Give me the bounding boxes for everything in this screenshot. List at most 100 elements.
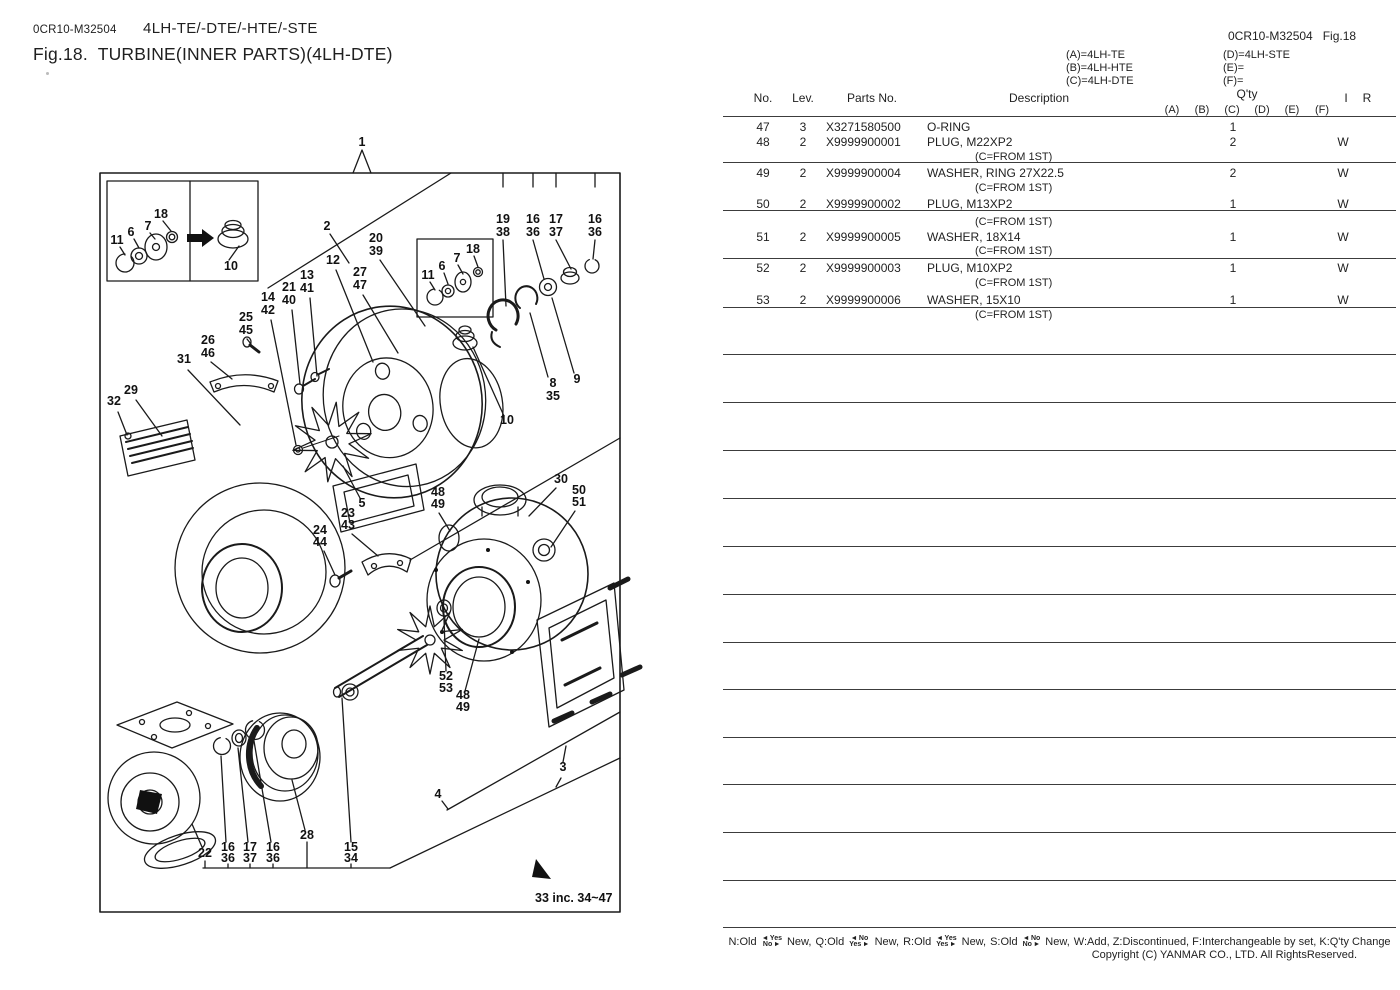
group-33-arrow-icon <box>532 859 551 879</box>
cell-flag: W <box>1337 261 1349 275</box>
table-row-note: (C=FROM 1ST) <box>0 182 1400 196</box>
callout-2: 2 <box>324 219 331 233</box>
callout-34: 34 <box>344 851 358 865</box>
cell-parts-no: X9999900002 <box>826 197 901 211</box>
nut-52 <box>436 599 452 617</box>
cell-flag: W <box>1337 293 1349 307</box>
cell-flag: W <box>1337 166 1349 180</box>
ring-18 <box>165 230 179 244</box>
cell-lev: 2 <box>799 261 807 275</box>
callout-50: 50 <box>572 483 586 497</box>
inlet-flange <box>332 463 425 533</box>
callout-14: 14 <box>261 290 275 304</box>
cell-note: (C=FROM 1ST) <box>975 151 1053 163</box>
callout-36: 36 <box>221 851 235 865</box>
callout-4: 4 <box>435 787 442 801</box>
callout-35: 35 <box>546 389 560 403</box>
legend-arrow-top: No <box>851 935 868 943</box>
model-key-a: (A)=4LH-TE <box>1066 49 1125 61</box>
callout-38: 38 <box>496 225 510 239</box>
callout-3: 3 <box>560 760 567 774</box>
cell-no: 48 <box>756 135 770 149</box>
callout-42: 42 <box>261 303 275 317</box>
qty-col-letter: (C) <box>1224 104 1240 116</box>
callout-48: 48 <box>456 688 470 702</box>
callout-9: 9 <box>574 372 581 386</box>
assembly-arrow-icon <box>187 229 214 247</box>
callout-6: 6 <box>128 225 135 239</box>
model-key-e: (E)= <box>1223 62 1245 74</box>
legend-label: R:Old <box>903 936 932 948</box>
callout-52: 52 <box>439 669 453 683</box>
legend-arrow-bottom: No <box>763 941 781 949</box>
table-rule <box>723 927 1396 929</box>
callout-16: 16 <box>588 212 602 226</box>
plug-17 <box>560 271 580 285</box>
callout-28: 28 <box>300 828 314 842</box>
plug-10 <box>452 325 478 351</box>
table-rule <box>723 162 1396 164</box>
callout-44: 44 <box>313 535 327 549</box>
legend-label: N:Old <box>728 936 757 948</box>
callout-16: 16 <box>526 212 540 226</box>
qty-col-letter: (B) <box>1194 104 1210 116</box>
table-row-note: (C=FROM 1ST) <box>0 216 1400 230</box>
page-title: Fig.18. TURBINE(INNER PARTS)(4LH-DTE) <box>33 44 393 64</box>
callout-36: 36 <box>526 225 540 239</box>
col-header-parts-no: Parts No. <box>846 91 897 105</box>
legend-arrow-top: Yes <box>762 935 782 943</box>
model-list: 4LH-TE/-DTE/-HTE/-STE <box>143 20 318 37</box>
cell-lev: 3 <box>799 120 807 134</box>
table-rule <box>723 546 1396 548</box>
cell-note: (C=FROM 1ST) <box>975 182 1053 194</box>
callout-37: 37 <box>243 851 257 865</box>
cell-note: (C=FROM 1ST) <box>975 277 1053 289</box>
scan-speckle <box>46 72 49 75</box>
legend-suffix: New, <box>874 936 900 948</box>
callout-30: 30 <box>554 472 568 486</box>
callout-17: 17 <box>243 840 257 854</box>
cell-lev: 2 <box>799 197 807 211</box>
copyright-line: Copyright (C) YANMAR CO., LTD. All Right… <box>1091 949 1357 961</box>
exhaust-elbow <box>107 701 234 869</box>
table-rule <box>723 594 1396 596</box>
center-housing <box>426 484 643 728</box>
legend-arrow-top: No <box>1023 935 1040 943</box>
legend-arrow-bottom: Yes <box>936 941 956 949</box>
cell-note: (C=FROM 1ST) <box>975 309 1053 321</box>
ring-16 <box>584 258 600 274</box>
callout-48: 48 <box>431 485 445 499</box>
qty-col-letter: (A) <box>1164 104 1180 116</box>
legend-arrow-top: Yes <box>936 935 957 943</box>
legend-label: S:Old <box>990 936 1018 948</box>
shaft-rings <box>212 719 266 756</box>
col-header-no: No. <box>753 91 773 105</box>
table-row-note: (C=FROM 1ST) <box>0 245 1400 259</box>
table-row-note: (C=FROM 1ST) <box>0 277 1400 291</box>
table-rule <box>723 737 1396 739</box>
table-rule <box>723 832 1396 834</box>
cell-no: 52 <box>756 261 770 275</box>
callout-12: 12 <box>326 253 340 267</box>
cell-no: 53 <box>756 293 770 307</box>
part-number-callouts: 1187611102203912274713412140144225452646… <box>107 135 602 865</box>
cell-qty-c: 1 <box>1229 293 1237 307</box>
callout-37: 37 <box>549 225 563 239</box>
washer-9 <box>538 277 558 297</box>
screw-32 <box>124 432 132 440</box>
cell-lev: 2 <box>799 135 807 149</box>
qty-col-letter: (D) <box>1254 104 1270 116</box>
callout-32: 32 <box>107 394 121 408</box>
table-rule <box>723 307 1396 309</box>
callout-18: 18 <box>154 207 168 221</box>
table-row-note: (C=FROM 1ST) <box>0 309 1400 323</box>
table-rule <box>723 450 1396 452</box>
model-key-d: (D)=4LH-STE <box>1223 49 1290 61</box>
cell-description: WASHER, 15X10 <box>927 293 1021 307</box>
col-header-i: I <box>1344 91 1348 105</box>
screw-13 <box>310 371 320 383</box>
